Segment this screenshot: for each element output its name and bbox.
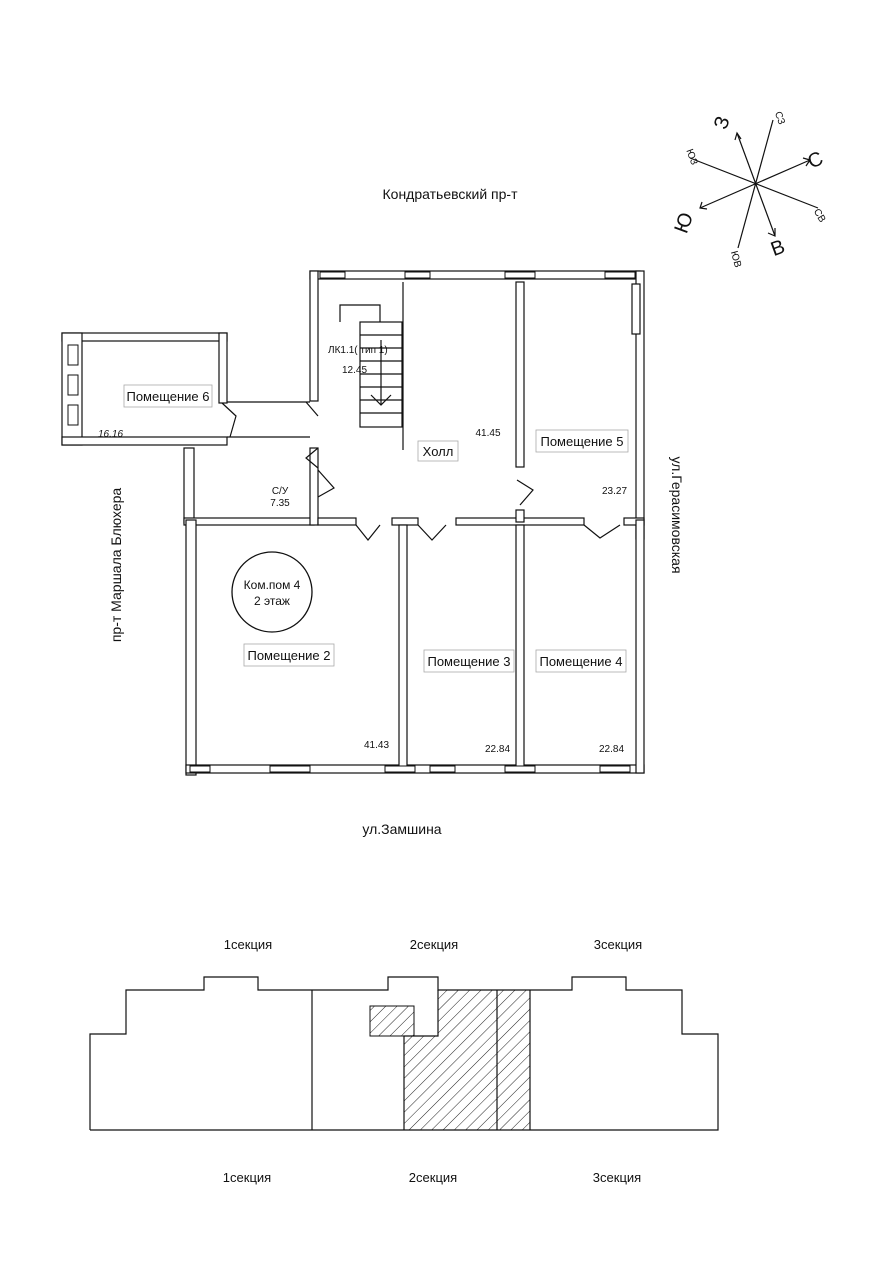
wc-name: С/У xyxy=(272,486,289,497)
stamp-line1: Ком.пом 4 xyxy=(244,578,301,592)
section-top-1: 1секция xyxy=(224,937,272,952)
room2-name: Помещение 2 xyxy=(247,648,330,663)
room2-area: 41.43 xyxy=(364,740,389,751)
lk-name: ЛК1.1( тип 1) xyxy=(328,345,388,356)
stamp-circle xyxy=(231,551,313,633)
room6-area: 16.16 xyxy=(98,429,123,440)
walls xyxy=(61,270,645,776)
street-west-label: пр-т Маршала Блюхера xyxy=(108,488,124,643)
compass-east-label: В xyxy=(768,236,788,261)
section-bottom-3: 3секция xyxy=(593,1170,641,1185)
compass-north-label: С xyxy=(804,148,826,174)
compass-west-label: З xyxy=(710,114,735,133)
room4-area: 22.84 xyxy=(599,744,624,755)
compass-se-label: ЮВ xyxy=(728,250,743,269)
room6-name: Помещение 6 xyxy=(126,389,209,404)
wc-area: 7.35 xyxy=(270,498,290,509)
hall-name: Холл xyxy=(423,444,454,459)
room4-name: Помещение 4 xyxy=(539,654,622,669)
section-bottom-2: 2секция xyxy=(409,1170,457,1185)
compass-nw-label: СЗ xyxy=(772,110,787,126)
stamp-line2: 2 этаж xyxy=(254,594,290,608)
room3-area: 22.84 xyxy=(485,744,510,755)
room3-name: Помещение 3 xyxy=(427,654,510,669)
hall-area: 41.45 xyxy=(475,428,500,439)
compass-sw-label: ЮЗ xyxy=(683,148,699,167)
street-north-label: Кондратьевский пр-т xyxy=(383,186,519,202)
compass-ne-label: СВ xyxy=(811,207,828,225)
room5-name: Помещение 5 xyxy=(540,434,623,449)
room5-area: 23.27 xyxy=(602,486,627,497)
compass-south-label: Ю xyxy=(671,210,699,237)
section-top-3: 3секция xyxy=(594,937,642,952)
compass-rose: З С В Ю СЗ СВ ЮВ ЮЗ xyxy=(671,110,828,269)
section-top-2: 2секция xyxy=(410,937,458,952)
section-bottom-1: 1секция xyxy=(223,1170,271,1185)
street-east-label: ул.Герасимовская xyxy=(669,456,685,573)
room-labels: Помещение 6 16.16 ЛК1.1( тип 1) 12.45 41… xyxy=(98,345,629,755)
key-plan: 1секция 2секция 3секция 1секция 2секция … xyxy=(89,937,719,1185)
lk-area: 12.45 xyxy=(342,365,367,376)
street-south-label: ул.Замшина xyxy=(362,821,441,837)
